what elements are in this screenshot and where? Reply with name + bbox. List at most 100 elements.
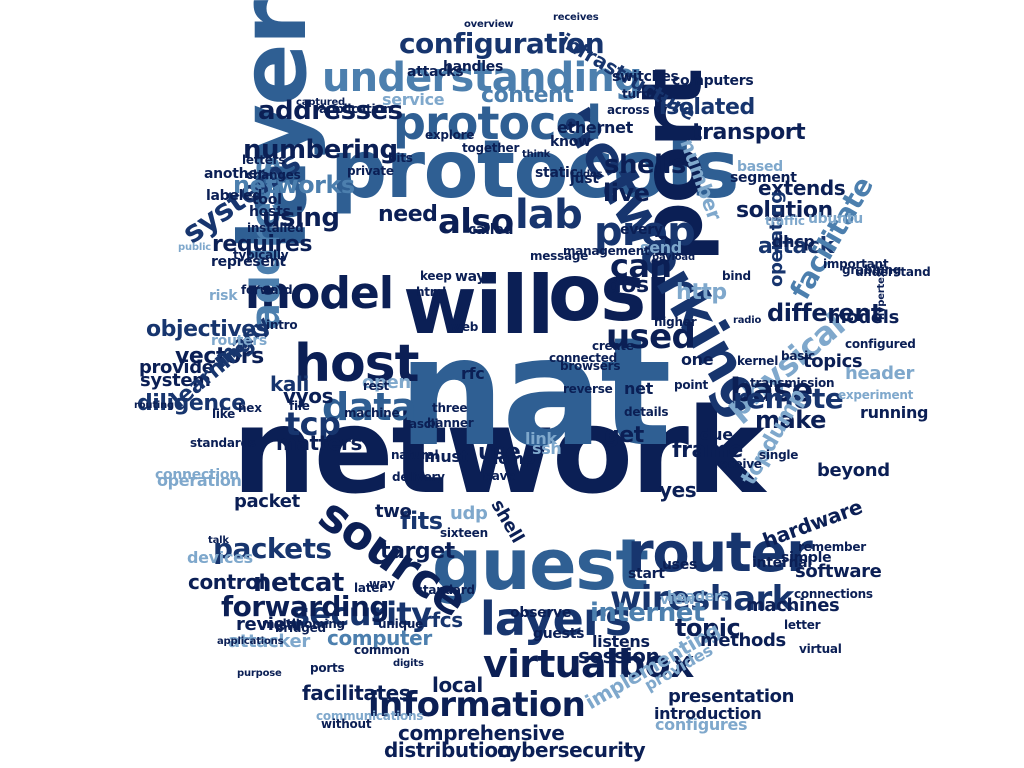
cloud-word: models bbox=[828, 307, 899, 328]
cloud-word: model bbox=[245, 268, 394, 319]
cloud-word: nat bbox=[398, 306, 672, 480]
cloud-word: html bbox=[416, 285, 446, 299]
cloud-word: observe bbox=[510, 605, 572, 621]
cloud-word: attacker bbox=[228, 631, 310, 652]
cloud-word: hosts bbox=[249, 204, 291, 220]
cloud-word: transmission bbox=[750, 376, 835, 390]
cloud-word: create bbox=[592, 339, 634, 353]
cloud-word: forwarding bbox=[221, 590, 389, 623]
cloud-word: public bbox=[178, 242, 212, 253]
cloud-word: segment bbox=[730, 170, 797, 186]
cloud-word: send bbox=[640, 238, 682, 257]
cloud-word: delivery bbox=[392, 470, 445, 484]
cloud-word: bridged bbox=[275, 621, 326, 635]
cloud-word: rest bbox=[363, 379, 389, 393]
cloud-word: machine bbox=[344, 406, 400, 420]
cloud-word: remote bbox=[733, 382, 844, 415]
cloud-word: need bbox=[378, 202, 438, 227]
cloud-word: numbering bbox=[243, 135, 398, 165]
cloud-word: extends bbox=[758, 176, 846, 200]
cloud-word: keep bbox=[420, 269, 452, 283]
cloud-word: reverse bbox=[563, 382, 613, 396]
cloud-word: ubuntu bbox=[808, 211, 863, 227]
cloud-word: due bbox=[700, 425, 733, 444]
cloud-word: using bbox=[262, 203, 340, 233]
cloud-word: topic bbox=[675, 614, 741, 642]
cloud-word: like bbox=[212, 407, 236, 421]
cloud-word: computer bbox=[327, 626, 432, 650]
cloud-word: isolated bbox=[659, 95, 755, 120]
cloud-word: information bbox=[368, 685, 586, 725]
cloud-word: shells bbox=[604, 150, 686, 180]
cloud-word: use bbox=[478, 440, 521, 465]
cloud-word: lab bbox=[515, 192, 583, 238]
cloud-word: explore bbox=[425, 128, 475, 142]
cloud-word: communications bbox=[316, 709, 424, 723]
cloud-word: virtual bbox=[799, 642, 842, 656]
cloud-word: cybersecurity bbox=[497, 738, 646, 762]
cloud-word: standards bbox=[190, 436, 256, 450]
cloud-word: way bbox=[369, 577, 395, 591]
cloud-word: just bbox=[570, 171, 599, 187]
cloud-word: packets bbox=[213, 532, 332, 565]
cloud-word: banner bbox=[427, 416, 474, 430]
cloud-word: can bbox=[610, 247, 672, 285]
cloud-word: traffic bbox=[765, 214, 805, 228]
cloud-word: target bbox=[380, 539, 455, 564]
cloud-word: osi bbox=[548, 249, 672, 339]
cloud-word: make bbox=[755, 406, 826, 434]
cloud-word: addresses bbox=[258, 96, 403, 126]
cloud-word: every bbox=[620, 222, 663, 238]
cloud-word: radio bbox=[733, 315, 762, 326]
cloud-word: base bbox=[730, 371, 813, 409]
cloud-word: provide bbox=[139, 357, 214, 378]
cloud-word: comprehensive bbox=[398, 721, 565, 745]
cloud-word: link bbox=[525, 429, 557, 448]
cloud-word: will bbox=[403, 259, 554, 352]
cloud-word: digits bbox=[393, 658, 424, 669]
cloud-word: host bbox=[294, 334, 419, 394]
cloud-word: packet bbox=[234, 491, 300, 512]
cloud-word: grabbing bbox=[842, 263, 902, 277]
cloud-word: configured bbox=[845, 337, 916, 351]
cloud-word: vyos bbox=[283, 384, 334, 408]
cloud-word: data bbox=[322, 385, 416, 429]
cloud-word: standard bbox=[416, 583, 475, 597]
cloud-word: service bbox=[382, 90, 445, 109]
cloud-word: purpose bbox=[237, 668, 282, 679]
cloud-word: different bbox=[767, 299, 882, 327]
cloud-word: protocols bbox=[330, 123, 740, 216]
cloud-word: understand bbox=[855, 265, 931, 279]
cloud-word: dos bbox=[606, 273, 649, 298]
cloud-word: computers bbox=[672, 73, 754, 89]
cloud-word: must bbox=[424, 447, 468, 466]
cloud-word: simple bbox=[781, 550, 832, 566]
cloud-word: web bbox=[451, 320, 479, 334]
cloud-word: operation bbox=[157, 471, 242, 490]
cloud-word: hex bbox=[238, 401, 262, 415]
cloud-word: risk bbox=[209, 288, 238, 304]
cloud-word: requires bbox=[212, 232, 313, 257]
cloud-word: headers bbox=[667, 589, 729, 605]
cloud-word: net bbox=[624, 379, 653, 398]
cloud-word: letters bbox=[242, 153, 286, 167]
cloud-word: handles bbox=[443, 59, 504, 75]
cloud-word: connected bbox=[549, 351, 618, 365]
cloud-word: ports bbox=[310, 661, 345, 675]
cloud-word: connection bbox=[155, 467, 239, 483]
cloud-word: file bbox=[289, 399, 310, 413]
cloud-word: later bbox=[354, 581, 385, 595]
cloud-word: yes bbox=[659, 478, 697, 502]
cloud-word: http bbox=[676, 280, 727, 305]
cloud-word: intro bbox=[266, 318, 298, 332]
cloud-word: switches bbox=[612, 69, 679, 85]
cloud-word: one bbox=[681, 350, 714, 369]
cloud-word: basic bbox=[781, 349, 815, 363]
cloud-word: frame bbox=[672, 438, 743, 463]
cloud-word: another bbox=[204, 166, 265, 182]
cloud-word: typically bbox=[233, 248, 289, 262]
cloud-word: static bbox=[535, 165, 578, 181]
cloud-word: review bbox=[236, 614, 302, 635]
cloud-word: netcat bbox=[253, 568, 344, 598]
cloud-word: browsers bbox=[560, 359, 621, 373]
